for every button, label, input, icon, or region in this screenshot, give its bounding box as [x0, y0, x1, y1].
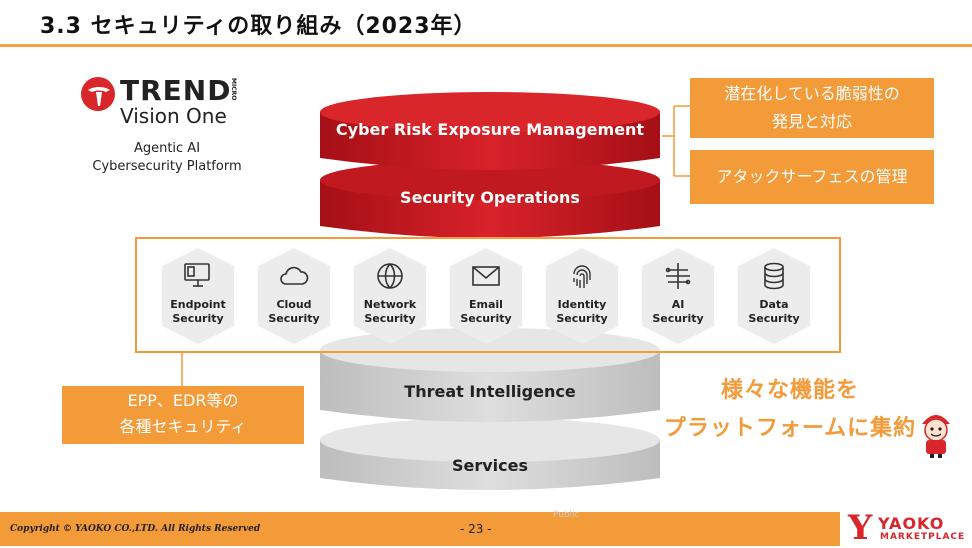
note-epp-edr: EPP、EDR等の 各種セキュリティ: [62, 386, 304, 444]
module-line-1: Data: [759, 298, 789, 311]
module-line-2: Security: [172, 312, 224, 325]
module-line-2: Security: [748, 312, 800, 325]
copyright-text: Copyright © YAOKO CO.,LTD. All Rights Re…: [10, 524, 261, 534]
yaoko-logo-sub: MARKETPLACE: [880, 532, 966, 542]
trend-vision-one-logo: TREND MICRO Vision One: [80, 74, 250, 174]
title-underline: [0, 44, 972, 47]
modules-frame: [135, 237, 841, 353]
note-line-1: EPP、EDR等の: [127, 391, 239, 410]
note-line-1: 潜在化している脆弱性の: [724, 84, 900, 103]
note-line-2: 発見と対応: [771, 112, 852, 131]
yaoko-logo-name: YAOKO: [878, 514, 945, 533]
tagline-line-2: Cybersecurity Platform: [92, 159, 242, 174]
tagline-line-1: Agentic AI: [133, 141, 201, 156]
note-text: アタックサーフェスの管理: [716, 167, 908, 186]
layer-label-threat-intelligence: Threat Intelligence: [404, 382, 576, 401]
logo-micro: MICRO: [230, 78, 237, 101]
note-line-2: 各種セキュリティ: [119, 417, 247, 436]
yaoko-logo-mark: Y: [848, 508, 873, 548]
layer-security-operations: [320, 160, 660, 238]
module-line-1: Network: [363, 298, 417, 311]
yaoko-logo: [840, 510, 972, 546]
layer-label-security-operations: Security Operations: [400, 188, 580, 207]
logo-brand: TREND: [120, 74, 232, 107]
envelope-icon: [472, 266, 500, 286]
layer-label-cyber-risk: Cyber Risk Exposure Management: [335, 120, 645, 139]
logo-tagline: Agentic AI Cybersecurity Platform: [72, 140, 262, 176]
classification-label: Public: [553, 510, 580, 520]
module-line-2: Security: [460, 312, 512, 325]
module-line-2: Security: [556, 312, 608, 325]
module-line-2: Security: [268, 312, 320, 325]
module-line-2: Security: [364, 312, 416, 325]
database-icon: [764, 262, 784, 290]
layer-services: [320, 418, 660, 490]
note-attack-surface: アタックサーフェスの管理: [690, 150, 934, 204]
callout-integration: 様々な機能を プラットフォームに集約: [660, 372, 920, 448]
layer-cyber-risk: [320, 92, 660, 170]
note-exposure-discovery: 潜在化している脆弱性の 発見と対応: [690, 78, 934, 138]
page-number: - 23 -: [460, 522, 492, 536]
page-title: 3.3 セキュリティの取り組み（2023年）: [40, 14, 477, 39]
callout-line-1: 様々な機能を: [720, 378, 859, 403]
module-line-1: Email: [469, 298, 503, 311]
globe-network-icon: [377, 263, 403, 289]
cloud-icon: [280, 266, 309, 285]
module-line-1: AI: [671, 298, 685, 311]
footer-bar: [0, 512, 972, 546]
layer-label-services: Services: [451, 456, 529, 475]
logo-product: Vision One: [120, 104, 227, 128]
mascot-icon: [922, 415, 950, 458]
module-line-1: Identity: [557, 298, 607, 311]
module-line-2: Security: [652, 312, 704, 325]
callout-line-2: プラットフォームに集約: [663, 416, 917, 441]
module-line-1: Endpoint: [170, 298, 226, 311]
trend-ball-icon: [81, 77, 115, 111]
fingerprint-icon: [573, 265, 591, 288]
ai-chip-icon: [665, 263, 691, 289]
module-line-1: Cloud: [276, 298, 312, 311]
endpoint-device-icon: [184, 263, 210, 287]
